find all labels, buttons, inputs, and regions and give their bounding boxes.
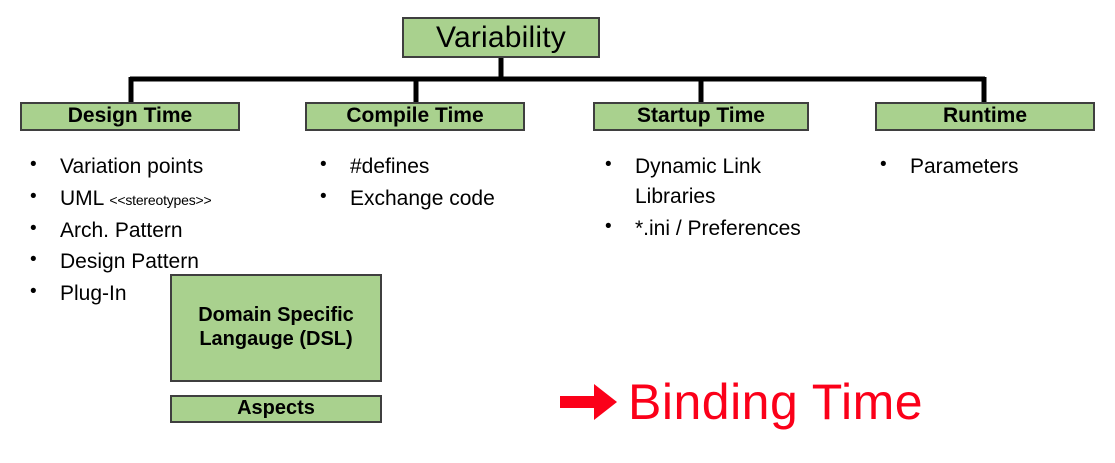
bullet-icon: • [30, 185, 37, 207]
list-item-label: Arch. Pattern [60, 218, 183, 242]
bullet-icon: • [30, 217, 37, 239]
node-dsl[interactable]: Domain Specific Langauge (DSL) [170, 274, 382, 382]
bullet-list-design-time: • Variation points • UML <<stereotypes>>… [30, 152, 295, 311]
bullet-icon: • [605, 154, 612, 175]
list-item: • #defines [320, 152, 570, 182]
list-item: • Variation points [30, 152, 295, 182]
list-item: • Dynamic Link Libraries [605, 152, 855, 212]
list-item-label: UML <<stereotypes>> [60, 184, 295, 214]
node-variability-label: Variability [435, 20, 567, 54]
binding-time-label: Binding Time [628, 374, 924, 430]
node-dsl-label: Domain Specific Langauge (DSL) [198, 304, 354, 350]
node-aspects-label: Aspects [237, 397, 315, 420]
list-item: • Parameters [880, 152, 1100, 182]
list-item-text: UML [60, 186, 110, 210]
list-item: • Arch. Pattern [30, 216, 295, 246]
list-item-label: #defines [350, 155, 430, 178]
node-startup-time[interactable]: Startup Time [593, 102, 809, 131]
node-compile-time[interactable]: Compile Time [305, 102, 525, 131]
list-item: • UML <<stereotypes>> [30, 184, 295, 214]
bullet-list-startup-time: • Dynamic Link Libraries • *.ini / Prefe… [605, 152, 855, 245]
list-item-label: Dynamic Link Libraries [635, 155, 762, 208]
list-item-label: *.ini / Preferences [635, 216, 801, 240]
list-item: • *.ini / Preferences [605, 214, 855, 244]
bullet-icon: • [880, 154, 887, 175]
bullet-icon: • [30, 154, 37, 175]
node-runtime[interactable]: Runtime [875, 102, 1095, 131]
list-item-stereotype: <<stereotypes>> [109, 191, 212, 208]
list-item-label: Parameters [910, 155, 1019, 178]
bullet-list-runtime: • Parameters [880, 152, 1100, 184]
bullet-list-compile-time: • #defines • Exchange code [320, 152, 570, 216]
list-item-label: Variation points [60, 155, 204, 178]
binding-time-caption: Binding Time [560, 377, 923, 427]
node-design-time-label: Design Time [67, 104, 193, 128]
list-item-label: Exchange code [350, 186, 495, 210]
bullet-icon: • [320, 185, 327, 207]
bullet-icon: • [605, 215, 612, 237]
bullet-icon: • [30, 281, 37, 303]
list-item-label: Plug-In [60, 282, 127, 306]
node-runtime-label: Runtime [943, 104, 1027, 128]
list-item: • Design Pattern [30, 247, 295, 277]
right-arrow-icon [560, 380, 618, 424]
node-design-time[interactable]: Design Time [20, 102, 240, 131]
list-item: • Plug-In [30, 279, 295, 309]
bullet-icon: • [320, 154, 327, 175]
node-aspects[interactable]: Aspects [170, 395, 382, 423]
node-variability[interactable]: Variability [402, 17, 600, 58]
node-compile-time-label: Compile Time [346, 104, 484, 128]
list-item: • Exchange code [320, 184, 570, 214]
list-item-label: Design Pattern [60, 250, 199, 274]
node-startup-time-label: Startup Time [637, 104, 765, 128]
bullet-icon: • [30, 249, 37, 271]
